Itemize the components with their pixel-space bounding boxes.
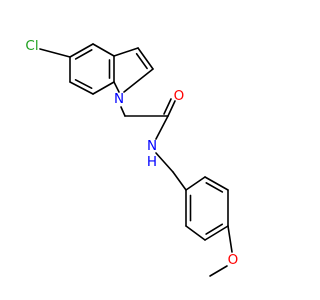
bond-o-ch3 [209, 265, 228, 277]
bond-co-o-second [163, 98, 172, 115]
atom-label-layer: Cl N O N H O [25, 38, 238, 268]
amide-hydrogen-atom-label: H [147, 154, 157, 170]
carbonyl-oxygen-atom-label: O [174, 88, 185, 104]
bond-c2-c3-inner [205, 182, 224, 193]
bond-c7a-n1 [113, 81, 120, 93]
bond-co-o [167, 100, 176, 117]
amide-nitrogen-atom-label: N [147, 138, 157, 154]
bond-layer [39, 43, 233, 277]
bond-nh-ch2 [155, 152, 174, 173]
bond-c4-c5-inner [205, 223, 224, 235]
chlorine-atom-label: Cl [25, 38, 38, 54]
bond-c2-c3 [204, 176, 229, 191]
bond-c2-n1 [123, 68, 154, 93]
bond-c3-c2-inner [135, 52, 148, 70]
bond-c7a-c7 [92, 81, 115, 95]
bond-c5-c4-inner [74, 49, 93, 60]
ether-oxygen-atom-label: O [228, 252, 239, 268]
bond-c4-c3a [92, 43, 115, 57]
molecule-structure-diagram: Cl N O N H O [25, 38, 238, 277]
bond-c1-c2 [185, 176, 206, 191]
bond-c7-c6-inner [74, 79, 93, 90]
bond-ch2-c1 [172, 171, 187, 191]
bond-co-nh [155, 115, 169, 140]
bond-c4-c5 [204, 225, 229, 241]
bond-c5-cl [39, 48, 71, 58]
bond-c3a-c3 [113, 47, 139, 57]
bond-c4-o [227, 225, 233, 253]
bond-c7-c6 [69, 81, 94, 95]
indole-nitrogen-atom-label: N [114, 91, 124, 107]
bond-c5-c4 [69, 43, 94, 58]
bond-c5-c6 [185, 225, 206, 241]
bond-c3-c2 [137, 47, 154, 70]
bond-n1-ch2 [120, 106, 126, 117]
